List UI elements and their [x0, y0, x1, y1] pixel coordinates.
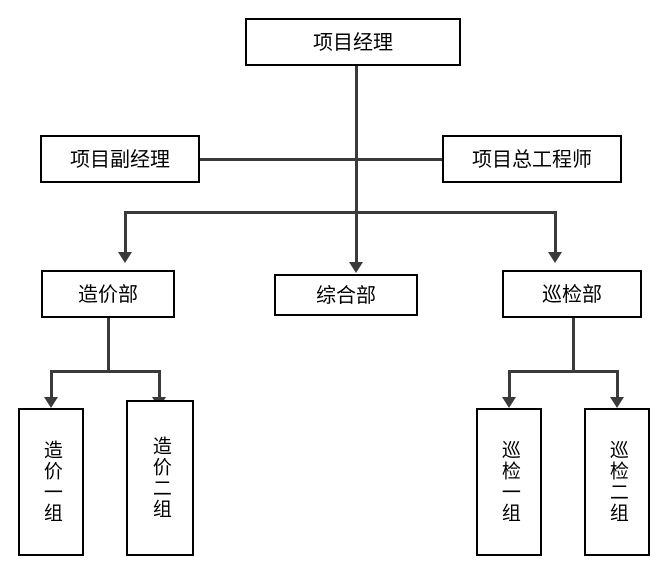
arrow-to-inspect-team-1	[502, 397, 516, 408]
connector-to-inspect-team-2	[616, 370, 619, 397]
node-cost-department[interactable]: 造价部	[41, 270, 175, 318]
node-label: 巡检部	[542, 281, 602, 306]
arrow-to-cost-team-1	[44, 397, 58, 408]
node-label: 综合部	[316, 282, 376, 307]
arrow-to-inspect-team-2	[610, 397, 624, 408]
arrow-to-general-dept	[349, 262, 363, 273]
node-label: 项目经理	[313, 29, 393, 54]
node-inspection-team-2[interactable]: 巡检二组	[584, 408, 650, 556]
connector-inspect-dept-stem	[572, 318, 575, 372]
node-inspection-team-1[interactable]: 巡检一组	[476, 408, 542, 556]
node-label: 巡检一组	[498, 440, 521, 524]
connector-to-inspect-dept	[554, 211, 557, 252]
arrow-to-cost-dept	[118, 252, 132, 263]
node-chief-engineer[interactable]: 项目总工程师	[442, 135, 622, 183]
arrow-to-inspect-dept	[548, 252, 562, 263]
node-deputy-project-manager[interactable]: 项目副经理	[40, 135, 200, 183]
connector-to-cost-team-1	[50, 370, 53, 397]
node-general-department[interactable]: 综合部	[274, 274, 418, 316]
node-project-manager[interactable]: 项目经理	[245, 18, 461, 66]
node-cost-team-1[interactable]: 造价一组	[18, 408, 84, 556]
connector-cost-teams-bar	[50, 370, 161, 373]
node-label: 造价二组	[149, 436, 172, 520]
connector-to-cost-dept	[124, 211, 127, 252]
node-label: 巡检二组	[606, 440, 629, 524]
node-label: 项目副经理	[70, 146, 170, 171]
connector-level2-bar	[196, 158, 446, 161]
connector-to-inspect-team-1	[508, 370, 511, 397]
connector-to-cost-team-2	[158, 370, 161, 397]
node-cost-team-2[interactable]: 造价二组	[126, 400, 194, 556]
node-label: 造价一组	[40, 440, 63, 524]
node-inspection-department[interactable]: 巡检部	[502, 270, 642, 318]
connector-pm-trunk	[355, 66, 358, 263]
connector-inspect-teams-bar	[508, 370, 619, 373]
node-label: 造价部	[78, 281, 138, 306]
connector-cost-dept-stem	[107, 318, 110, 372]
node-label: 项目总工程师	[472, 146, 592, 171]
connector-level3-bar	[124, 211, 557, 214]
